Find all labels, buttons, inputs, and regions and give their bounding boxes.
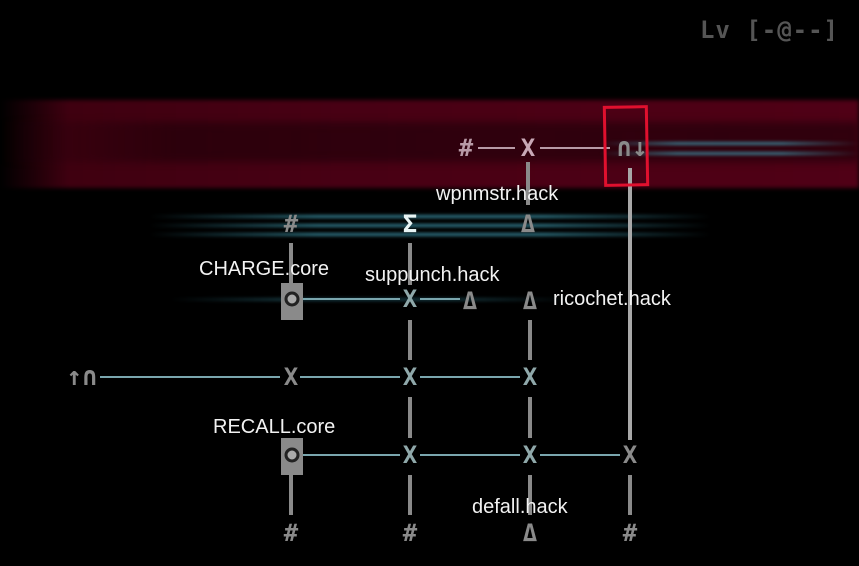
sigma-node-icon[interactable]: Σ — [403, 210, 417, 238]
hack-node-icon[interactable]: Δ — [463, 287, 478, 315]
label-recall-core: RECALL.core — [213, 416, 336, 438]
junction-node-icon[interactable]: X — [623, 441, 638, 469]
core-icon — [284, 291, 300, 307]
up-arrow-port-icon[interactable]: ↑∩ — [66, 362, 97, 392]
row-glow-2b — [150, 224, 710, 227]
terminal-node-icon[interactable]: # — [284, 519, 299, 547]
junction-node-icon[interactable]: X — [403, 285, 418, 313]
row-glow-2c — [150, 233, 710, 236]
down-arrow-port-icon[interactable]: ∩↓ — [616, 133, 647, 163]
hack-node-icon[interactable]: Δ — [523, 287, 538, 315]
junction-node-icon[interactable]: X — [284, 363, 299, 391]
row-glow-1b — [600, 152, 859, 155]
hack-node-icon[interactable]: Δ — [521, 210, 536, 238]
label-ricochet-hack: ricochet.hack — [553, 288, 671, 310]
terminal-node-icon[interactable]: # — [623, 519, 638, 547]
label-charge-core: CHARGE.core — [199, 258, 330, 280]
junction-node-icon[interactable]: X — [403, 363, 418, 391]
junction-node-icon[interactable]: X — [521, 134, 536, 162]
label-wpnmstr-hack: wpnmstr.hack — [436, 183, 559, 205]
core-icon — [284, 447, 300, 463]
junction-node-icon[interactable]: X — [523, 441, 538, 469]
junction-node-icon[interactable]: X — [403, 441, 418, 469]
selection-cursor[interactable] — [602, 105, 650, 187]
terminal-node-icon[interactable]: # — [459, 134, 474, 162]
junction-node-icon[interactable]: X — [523, 363, 538, 391]
hack-node-icon[interactable]: Δ — [523, 519, 538, 547]
label-defall-hack: defall.hack — [472, 496, 568, 518]
row-glow-1 — [600, 142, 859, 145]
label-suppunch-hack: suppunch.hack — [365, 264, 500, 286]
level-indicator: Lv [-@--] — [699, 16, 839, 44]
terminal-node-icon[interactable]: # — [284, 210, 299, 238]
terminal-node-icon[interactable]: # — [403, 519, 418, 547]
row-glow-2 — [150, 215, 710, 218]
